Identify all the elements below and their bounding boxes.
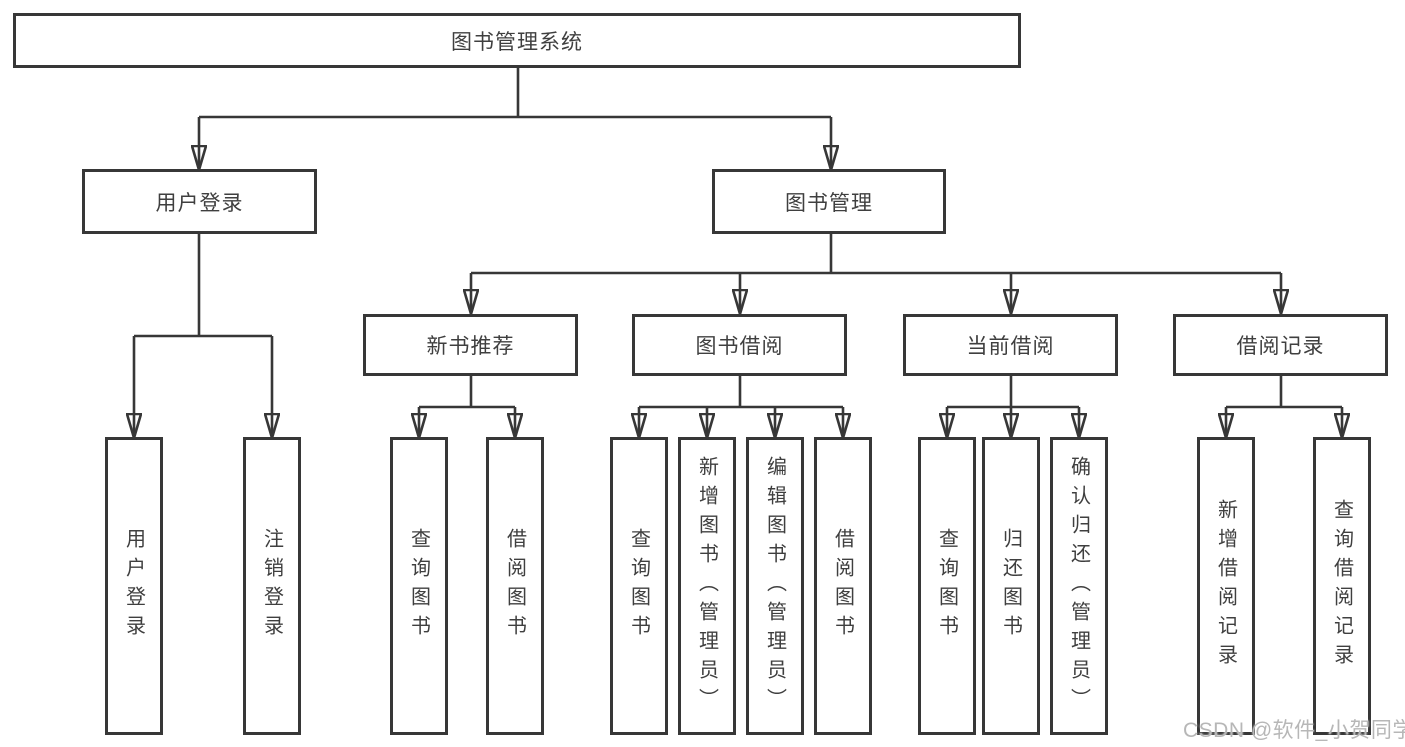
leaf-label: 查询图书 [935, 528, 958, 644]
node-label: 当前借阅 [966, 335, 1055, 358]
leaf-return-books: 归还图书 [982, 437, 1040, 735]
leaf-label: 借阅图书 [503, 528, 526, 644]
leaf-label: 查询图书 [407, 528, 430, 644]
leaf-edit-books-admin: 编辑图书（管理员） [746, 437, 804, 735]
connector-user-login [134, 234, 272, 338]
connector-new-book [419, 376, 515, 409]
leaf-borrow-books-recommend: 借阅图书 [486, 437, 544, 735]
connector-borrowing-records [1226, 376, 1342, 409]
node-current-borrowing: 当前借阅 [903, 314, 1118, 376]
leaf-query-borrowing-record: 查询借阅记录 [1313, 437, 1371, 735]
node-book-management: 图书管理 [712, 169, 946, 234]
leaf-add-books-admin: 新增图书（管理员） [678, 437, 736, 735]
leaf-query-books-current: 查询图书 [918, 437, 976, 735]
csdn-watermark: CSDN @软件_小贺同学 [1183, 719, 1405, 742]
leaf-label: 归还图书 [999, 528, 1022, 644]
leaf-logout-login: 注销登录 [243, 437, 301, 735]
leaf-query-books-recommend: 查询图书 [390, 437, 448, 735]
leaf-user-login: 用户登录 [105, 437, 163, 735]
leaf-label: 查询借阅记录 [1330, 499, 1353, 673]
connector-book-borrowing [639, 376, 843, 409]
leaf-query-books-borrowing: 查询图书 [610, 437, 668, 735]
node-book-borrowing: 图书借阅 [632, 314, 847, 376]
node-user-login: 用户登录 [82, 169, 317, 234]
leaf-label: 注销登录 [260, 528, 283, 644]
node-library-management-system: 图书管理系统 [13, 13, 1021, 68]
leaf-label: 借阅图书 [831, 528, 854, 644]
node-label: 新书推荐 [426, 335, 515, 358]
leaf-confirm-return-admin: 确认归还（管理员） [1050, 437, 1108, 735]
leaf-label: 编辑图书（管理员） [763, 455, 786, 717]
leaf-label: 新增借阅记录 [1214, 499, 1237, 673]
node-label: 图书管理系统 [451, 30, 583, 54]
connector-book-management [471, 234, 1281, 275]
connector-root [199, 68, 831, 119]
connector-current-borrowing [947, 376, 1079, 409]
leaf-borrow-books-borrowing: 借阅图书 [814, 437, 872, 735]
node-borrowing-records: 借阅记录 [1173, 314, 1388, 376]
node-label: 借阅记录 [1236, 335, 1325, 358]
node-new-book-recommendation: 新书推荐 [363, 314, 578, 376]
leaf-label: 用户登录 [122, 528, 145, 644]
leaf-label: 查询图书 [627, 528, 650, 644]
leaf-add-borrowing-record: 新增借阅记录 [1197, 437, 1255, 735]
node-label: 用户登录 [155, 191, 244, 215]
node-label: 图书借阅 [695, 335, 784, 358]
node-label: 图书管理 [785, 191, 873, 215]
leaf-label: 确认归还（管理员） [1067, 455, 1090, 717]
leaf-label: 新增图书（管理员） [695, 455, 718, 717]
